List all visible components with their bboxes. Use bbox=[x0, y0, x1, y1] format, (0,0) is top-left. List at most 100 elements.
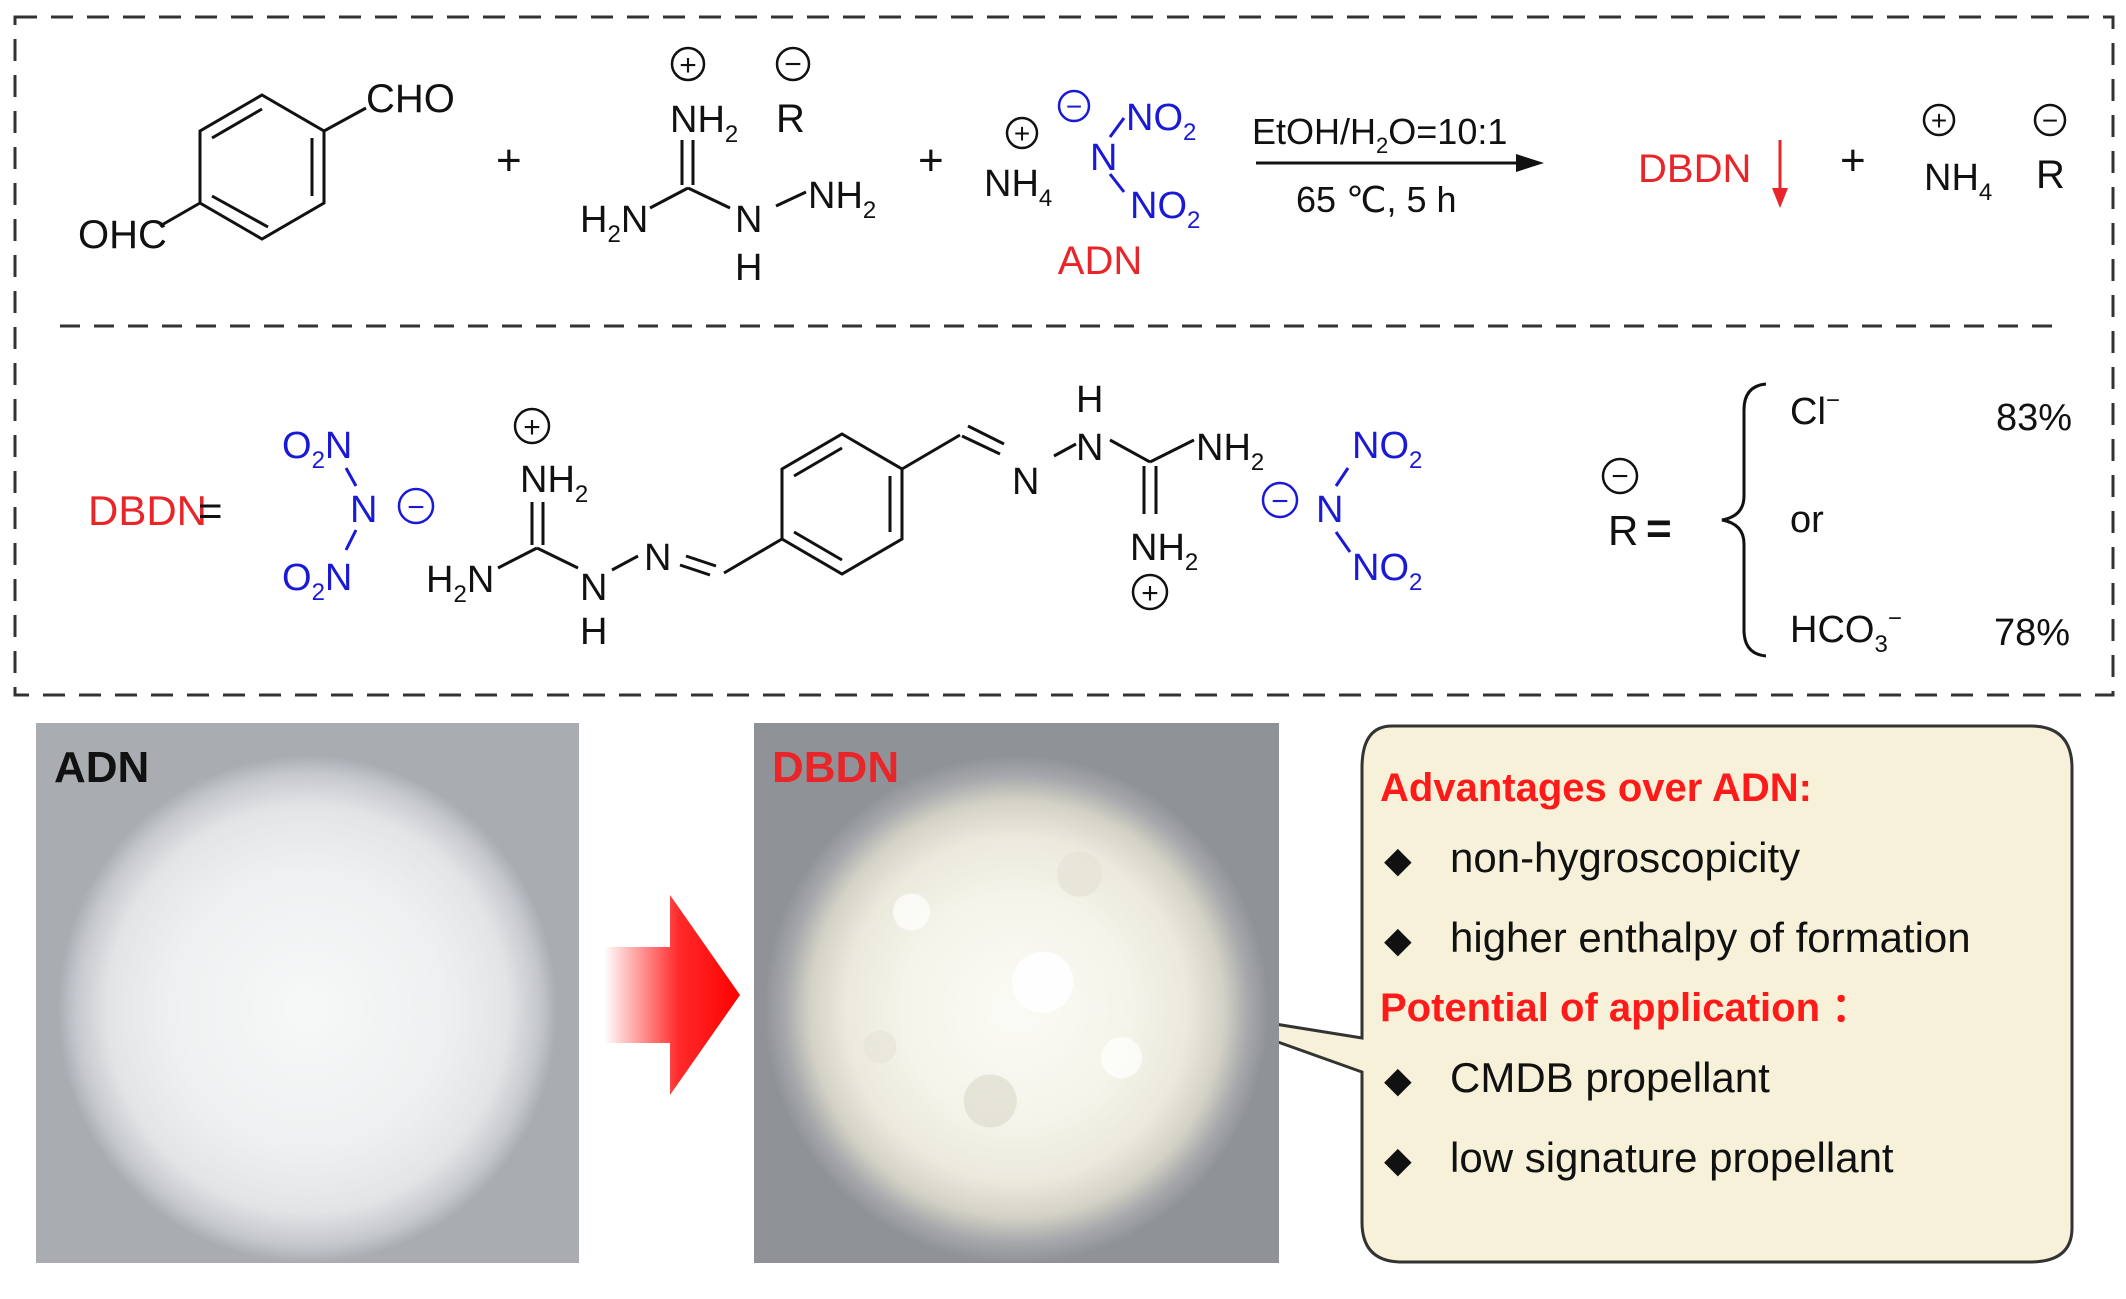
right-imine-n: N bbox=[1012, 461, 1039, 503]
left-anion-charge-glyph: − bbox=[407, 491, 425, 524]
left-nh2-top: NH2 bbox=[520, 459, 588, 508]
cho-label: CHO bbox=[366, 77, 455, 121]
dinitramide-charge-icon bbox=[1057, 89, 1091, 123]
dbdn-photo-label: DBDN bbox=[772, 743, 900, 792]
plus-sign-1: + bbox=[496, 136, 522, 185]
product-dbdn-label: DBDN bbox=[1638, 147, 1751, 191]
diamond-bullet-icon: ◆ bbox=[1384, 919, 1412, 960]
adn-no2-top: NO2 bbox=[1126, 97, 1196, 146]
terephthalaldehyde bbox=[159, 93, 367, 241]
dbdn-equals: = bbox=[198, 487, 223, 534]
adn-center-n: N bbox=[1090, 137, 1117, 179]
byproduct-plus-icon bbox=[1922, 103, 1956, 137]
left-o2n-bottom: O2N bbox=[282, 557, 352, 606]
option-chloride-yield: 83% bbox=[1996, 397, 2072, 439]
adn-label: ADN bbox=[1058, 239, 1142, 283]
advantages-heading: Advantages over ADN: bbox=[1380, 766, 1812, 810]
dinitramide-bonds bbox=[1108, 117, 1126, 193]
r-definition-charge-icon bbox=[1601, 457, 1639, 495]
left-bond-top bbox=[344, 467, 358, 487]
option-bicarbonate-yield: 78% bbox=[1994, 612, 2070, 654]
right-bond-top bbox=[1334, 467, 1350, 487]
diamond-bullet-icon: ◆ bbox=[1384, 1059, 1412, 1100]
right-no2-bottom: NO2 bbox=[1352, 547, 1422, 596]
right-nh2-bottom: NH2 bbox=[1130, 527, 1198, 576]
option-chloride: Cl− bbox=[1790, 387, 1840, 433]
curly-brace bbox=[1721, 382, 1767, 658]
reaction-arrow bbox=[1256, 154, 1544, 172]
byproduct-r-label: R bbox=[2036, 153, 2065, 197]
advantage-text: non-hygroscopicity bbox=[1450, 834, 1801, 881]
right-center-n: N bbox=[1316, 489, 1343, 531]
advantage-text: higher enthalpy of formation bbox=[1450, 914, 1971, 961]
advantage-item: ◆ higher enthalpy of formation bbox=[1380, 898, 2080, 978]
diamond-bullet-icon: ◆ bbox=[1384, 1139, 1412, 1180]
left-o2n-top: O2N bbox=[282, 425, 352, 474]
r-definition-equals: = bbox=[1646, 504, 1672, 553]
diamond-bullet-icon: ◆ bbox=[1384, 839, 1412, 880]
ammonium-label: NH4 bbox=[984, 163, 1052, 212]
right-cation-charge-glyph: + bbox=[1141, 577, 1159, 610]
left-h2n-label: H2N bbox=[426, 559, 494, 608]
powder-texture bbox=[754, 723, 1279, 1263]
right-cation-charge-icon bbox=[1131, 573, 1169, 611]
left-guanidine-bonds bbox=[497, 502, 717, 577]
r-definition-charge-glyph: − bbox=[1611, 460, 1629, 493]
left-nh-n: N bbox=[580, 567, 607, 609]
dbdn-definition-label: DBDN bbox=[88, 487, 207, 534]
callout-bubble bbox=[1187, 724, 2074, 1264]
nh2-right: NH2 bbox=[808, 175, 876, 224]
aminoguanidine-bonds bbox=[649, 140, 807, 210]
application-text: CMDB propellant bbox=[1450, 1054, 1770, 1101]
dbdn-photo: DBDN bbox=[754, 723, 1279, 1263]
minus-charge-icon bbox=[775, 46, 811, 82]
left-imine-n: N bbox=[644, 537, 671, 579]
nh-n-label: N bbox=[735, 199, 762, 241]
left-cation-charge-glyph: + bbox=[523, 411, 541, 444]
nh-h-label: H bbox=[735, 247, 762, 289]
left-bond-bottom bbox=[344, 529, 358, 551]
h2n-label: H2N bbox=[580, 199, 648, 248]
adn-no2-bottom: NO2 bbox=[1130, 185, 1200, 234]
adn-photo-label: ADN bbox=[54, 743, 150, 792]
condition-temperature: 65 ℃, 5 h bbox=[1296, 179, 1457, 220]
application-text: low signature propellant bbox=[1450, 1134, 1894, 1181]
left-cation-charge-icon bbox=[513, 407, 551, 445]
right-anion-charge-glyph: − bbox=[1271, 485, 1289, 518]
application-item: ◆ CMDB propellant bbox=[1380, 1038, 2080, 1118]
scheme-border bbox=[13, 15, 2115, 697]
option-bicarbonate: HCO3− bbox=[1790, 605, 1902, 658]
right-nh2-top: NH2 bbox=[1196, 427, 1264, 476]
callout-content: Advantages over ADN: ◆ non-hygroscopicity… bbox=[1380, 758, 2080, 1198]
plus-charge-glyph: + bbox=[679, 49, 697, 82]
nh2-top: NH2 bbox=[670, 99, 738, 148]
application-item: ◆ low signature propellant bbox=[1380, 1118, 2080, 1198]
left-nh-h: H bbox=[580, 611, 607, 653]
byproduct-ammonium: NH4 bbox=[1924, 157, 1992, 206]
minus-charge-glyph: − bbox=[784, 48, 802, 81]
dinitramide-charge-glyph: − bbox=[1066, 91, 1082, 122]
r-definition-label: R bbox=[1608, 507, 1638, 554]
ammonium-charge-glyph: + bbox=[1014, 118, 1030, 149]
right-nh-n: N bbox=[1076, 427, 1103, 469]
central-benzene-ring bbox=[723, 424, 1077, 576]
precipitate-arrow-icon bbox=[1772, 140, 1788, 208]
left-anion-charge-icon bbox=[397, 487, 435, 525]
plus-sign-3: + bbox=[1840, 136, 1866, 185]
right-guanidine-bonds bbox=[1109, 438, 1195, 514]
byproduct-minus-glyph: − bbox=[2042, 105, 2058, 136]
plus-charge-icon bbox=[670, 46, 706, 82]
right-bond-bottom bbox=[1334, 531, 1352, 553]
condition-solvent: EtOH/H2O=10:1 bbox=[1252, 111, 1507, 158]
byproduct-minus-icon bbox=[2033, 103, 2067, 137]
left-center-n: N bbox=[350, 489, 377, 531]
plus-sign-2: + bbox=[918, 136, 944, 185]
ammonium-charge-icon bbox=[1005, 116, 1039, 150]
right-no2-top: NO2 bbox=[1352, 425, 1422, 474]
advantage-item: ◆ non-hygroscopicity bbox=[1380, 818, 2080, 898]
ohc-label: OHC bbox=[78, 213, 167, 257]
adn-photo: ADN bbox=[36, 723, 579, 1263]
byproduct-plus-glyph: + bbox=[1931, 105, 1947, 136]
right-anion-charge-icon bbox=[1261, 481, 1299, 519]
